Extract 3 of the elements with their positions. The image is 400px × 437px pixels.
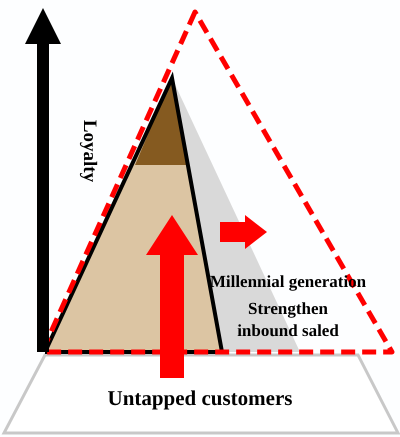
caption-text: Untapped customers xyxy=(106,386,294,411)
axis-label: Loyalty xyxy=(78,120,100,182)
caption-text: Strengthen inbound saled xyxy=(236,298,340,342)
